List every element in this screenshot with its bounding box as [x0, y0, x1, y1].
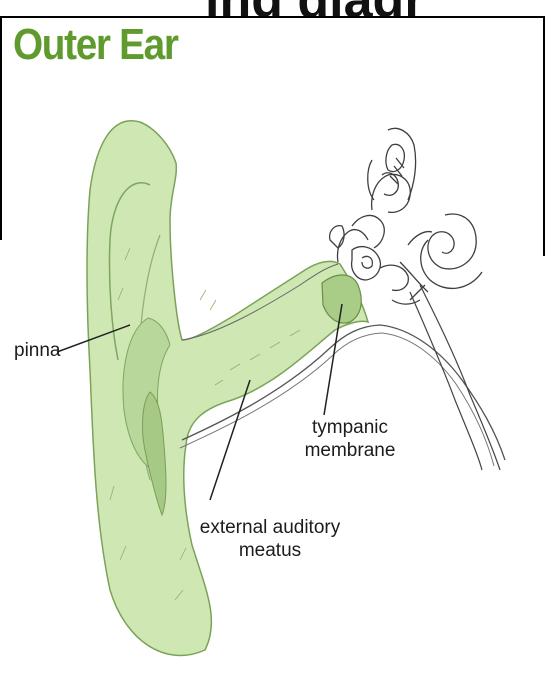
tympanic-membrane-label: tympanic membrane: [292, 416, 408, 462]
tympanic-label-line1: tympanic: [292, 416, 408, 439]
meatus-label-line1: external auditory: [180, 516, 360, 539]
meatus-label-line2: meatus: [180, 539, 360, 562]
pinna-label: pinna: [14, 339, 61, 362]
external-auditory-meatus-label: external auditory meatus: [180, 516, 360, 562]
tympanic-label-line2: membrane: [292, 439, 408, 462]
